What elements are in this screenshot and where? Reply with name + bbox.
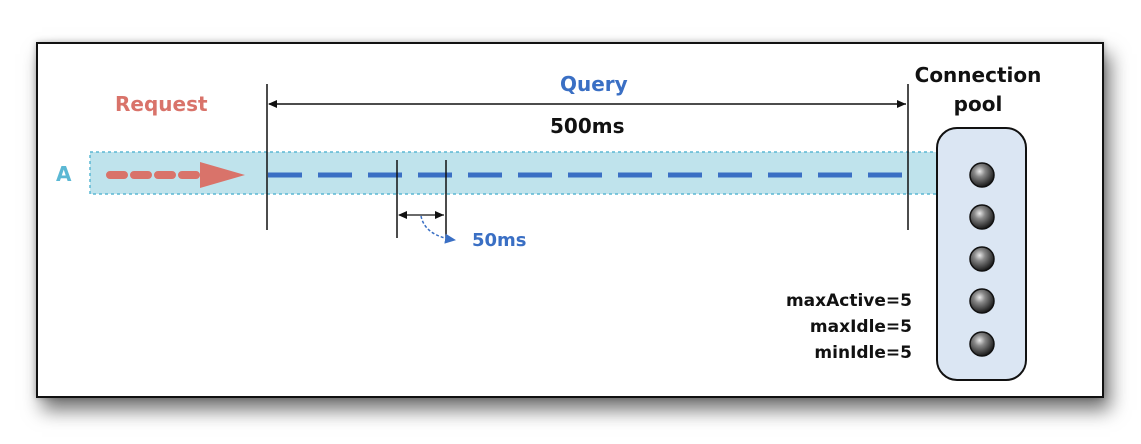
setting-max-active: maxActive=5 [786, 291, 912, 311]
pool-title-line1: Connection [915, 63, 1042, 87]
connection-1 [969, 162, 995, 188]
setting-min-idle: minIdle=5 [814, 343, 912, 363]
connection-4 [969, 288, 995, 314]
interval-label: 50ms [472, 230, 527, 251]
query-label: Query [560, 72, 628, 96]
row-label-a: A [56, 162, 72, 186]
pool-title-line2: pool [954, 92, 1003, 116]
setting-max-idle: maxIdle=5 [810, 317, 912, 337]
interval-callout-arrow [420, 215, 456, 244]
request-label: Request [115, 92, 208, 116]
pool-connections [969, 162, 995, 357]
connection-2 [969, 204, 995, 230]
duration-label: 500ms [550, 114, 625, 138]
connection-3 [969, 246, 995, 272]
request-arrow [106, 162, 245, 188]
connection-5 [969, 331, 995, 357]
